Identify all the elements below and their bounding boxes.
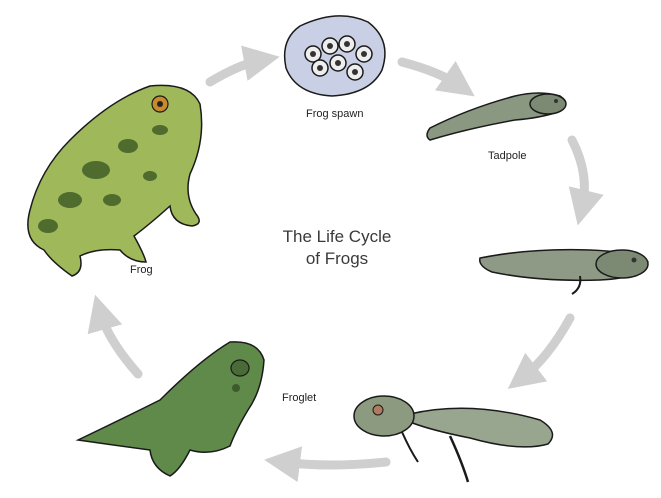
arrow-tadpole-to-froglet [282, 462, 386, 465]
label-frog-spawn: Frog spawn [306, 108, 363, 120]
title-line-1: The Life Cycle [262, 226, 412, 248]
frog-illustration [28, 85, 202, 276]
tadpole-illustration [427, 93, 566, 140]
label-frog: Frog [130, 264, 153, 276]
title-line-2: of Frogs [262, 248, 412, 270]
label-froglet: Froglet [282, 392, 316, 404]
arrow-tadpole-legs-to-froglet-stage [522, 318, 570, 378]
frog-spawn-illustration [285, 16, 385, 96]
froglet-illustration [78, 342, 264, 476]
arrow-froglet-to-frog [100, 312, 138, 374]
arrow-tadpole-to-tadpole-legs [572, 140, 584, 208]
label-tadpole: Tadpole [488, 150, 527, 162]
tadpole-four-legs-illustration [354, 396, 553, 482]
arrow-spawn-to-tadpole [402, 62, 460, 86]
tadpole-with-legs-illustration [480, 250, 648, 294]
diagram-title: The Life Cycle of Frogs [262, 226, 412, 270]
arrow-frog-to-spawn [210, 60, 262, 82]
